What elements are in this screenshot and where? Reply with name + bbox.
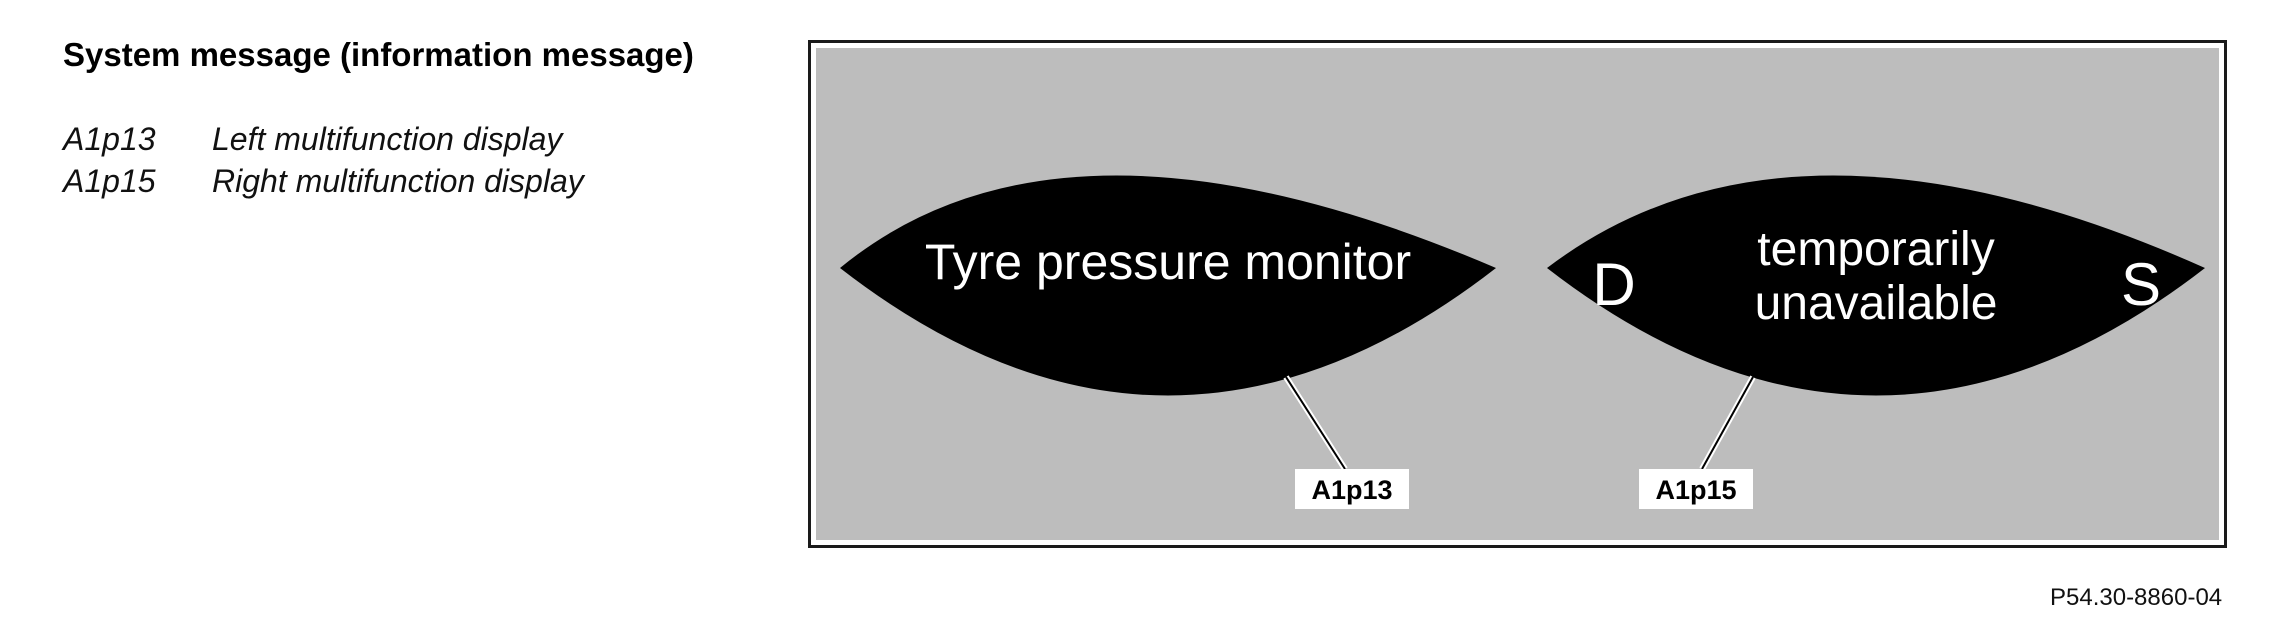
figure-reference-number: P54.30-8860-04 [2050, 584, 2223, 611]
right-display-line-1: temporarily [1757, 223, 1994, 276]
legend-description: Right multifunction display [212, 163, 584, 199]
left-display-shape [840, 175, 1496, 396]
right-display-shape [1547, 175, 2205, 396]
callout-line-left [1285, 376, 1346, 470]
callout-label-right-box [1639, 469, 1753, 509]
right-display-left-char: D [1592, 251, 1635, 318]
legend-item: A1p15 Right multifunction display [63, 160, 584, 202]
legend-description: Left multifunction display [212, 121, 563, 157]
callout-label-right: A1p15 [1655, 475, 1736, 505]
left-display-text: Tyre pressure monitor [925, 234, 1411, 290]
legend-code: A1p15 [63, 163, 156, 199]
callout-label-left-box [1295, 469, 1409, 509]
callout-line-right [1701, 376, 1754, 470]
page-title: System message (information message) [63, 36, 694, 73]
instrument-cluster-diagram: Tyre pressure monitor D temporarily unav… [840, 175, 2205, 509]
legend-code: A1p13 [63, 121, 156, 157]
diagram-frame: Tyre pressure monitor D temporarily unav… [808, 40, 2227, 548]
callout-label-left: A1p13 [1311, 475, 1392, 505]
legend-item: A1p13 Left multifunction display [63, 118, 584, 160]
right-display-right-char: S [2121, 251, 2161, 318]
right-display-line-2: unavailable [1755, 277, 1998, 330]
legend-list: A1p13 Left multifunction display A1p15 Rig… [63, 118, 584, 202]
